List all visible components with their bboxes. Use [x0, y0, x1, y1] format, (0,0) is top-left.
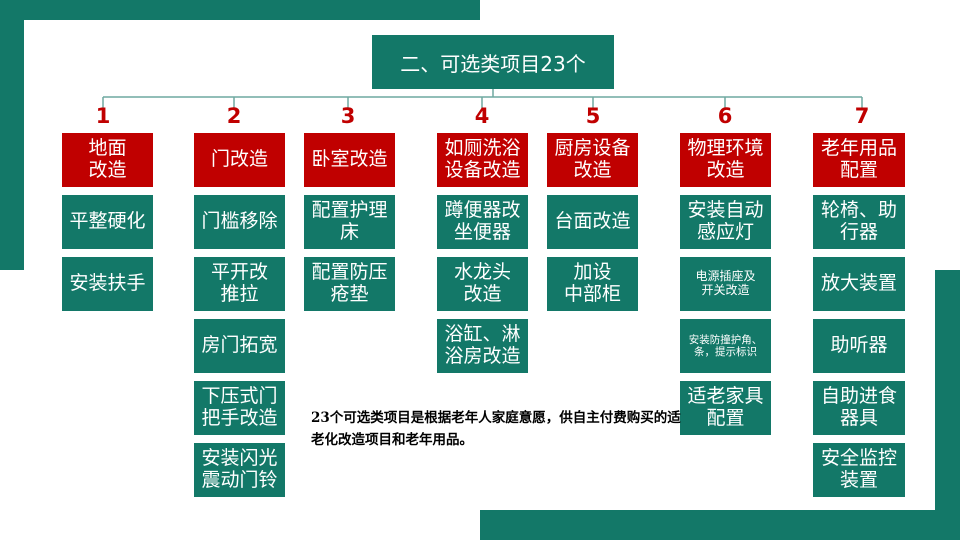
item-box: 蹲便器改坐便器	[437, 195, 528, 249]
column-number-5: 5	[585, 104, 601, 128]
item-box: 房门拓宽	[194, 319, 285, 373]
item-box: 安装自动感应灯	[680, 195, 771, 249]
category-header-5: 厨房设备改造	[547, 133, 638, 187]
column-number-3: 3	[340, 104, 356, 128]
column-number-7: 7	[854, 104, 870, 128]
item-box: 自助进食器具	[813, 381, 905, 435]
item-box: 安装防撞护角、条，提示标识	[680, 319, 771, 373]
category-header-6: 物理环境改造	[680, 133, 771, 187]
item-box: 下压式门把手改造	[194, 381, 285, 435]
item-box: 门槛移除	[194, 195, 285, 249]
item-box: 水龙头改造	[437, 257, 528, 311]
item-box: 加设中部柜	[547, 257, 638, 311]
page-title: 二、可选类项目23个	[372, 35, 614, 89]
column-number-6: 6	[717, 104, 733, 128]
item-box: 轮椅、助行器	[813, 195, 905, 249]
column-number-4: 4	[474, 104, 490, 128]
item-box: 配置防压疮垫	[304, 257, 395, 311]
category-header-2: 门改造	[194, 133, 285, 187]
item-box: 放大装置	[813, 257, 905, 311]
category-header-3: 卧室改造	[304, 133, 395, 187]
item-box: 电源插座及开关改造	[680, 257, 771, 311]
category-header-4: 如厕洗浴设备改造	[437, 133, 528, 187]
item-box: 平开改推拉	[194, 257, 285, 311]
item-box: 浴缸、淋浴房改造	[437, 319, 528, 373]
category-header-7: 老年用品配置	[813, 133, 905, 187]
column-number-2: 2	[226, 104, 242, 128]
column-number-1: 1	[95, 104, 111, 128]
item-box: 台面改造	[547, 195, 638, 249]
category-header-1: 地面改造	[62, 133, 153, 187]
item-box: 平整硬化	[62, 195, 153, 249]
footnote: 23个可选类项目是根据老年人家庭意愿，供自主付费购买的适老化改造项目和老年用品。	[311, 410, 681, 448]
item-box: 助听器	[813, 319, 905, 373]
item-box: 安装闪光震动门铃	[194, 443, 285, 497]
item-box: 安装扶手	[62, 257, 153, 311]
item-box: 安全监控装置	[813, 443, 905, 497]
item-box: 适老家具配置	[680, 381, 771, 435]
item-box: 配置护理床	[304, 195, 395, 249]
